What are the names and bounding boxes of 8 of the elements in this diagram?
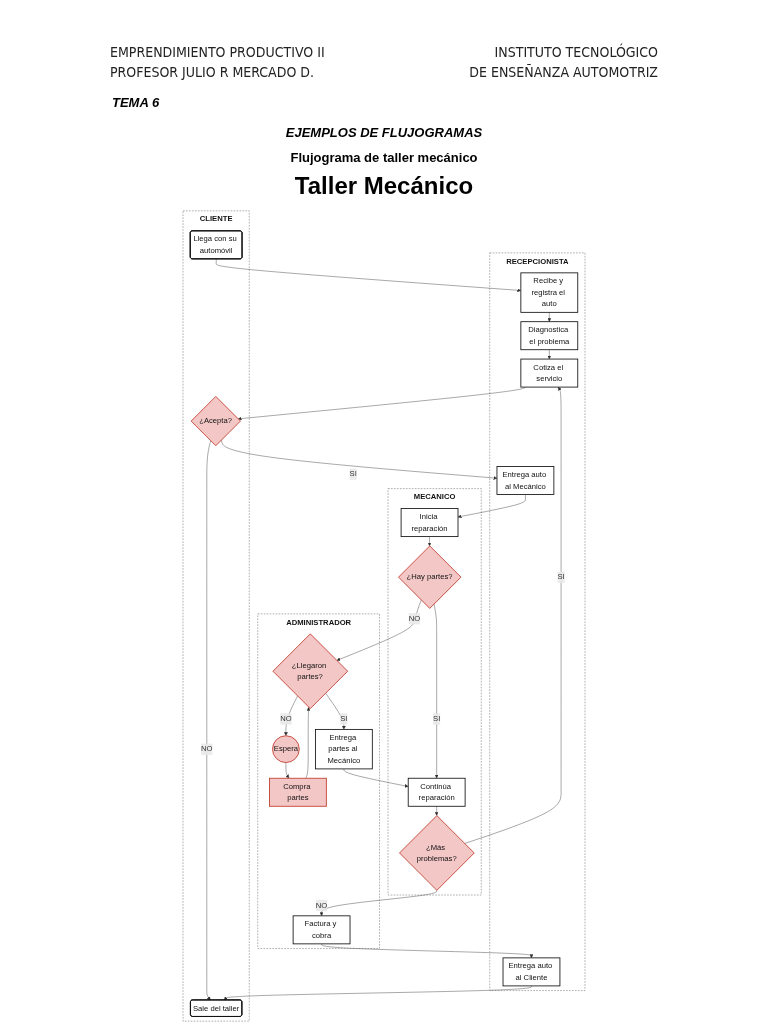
course-name: EMPRENDIMIENTO PRODUCTIVO II xyxy=(110,43,325,62)
teacher-name: PROFESOR JULIO R MERCADO D. xyxy=(110,63,316,82)
institute-name: INSTITUTO TECNOLÓGICO xyxy=(493,42,658,62)
topic-heading: TEMA 6 xyxy=(112,95,160,110)
institute-name: DE ENSEÑANZA AUTOMOTRIZ xyxy=(469,63,658,82)
section-heading: EJEMPLOS DE FLUJOGRAMAS xyxy=(284,125,484,140)
diagram-title: Taller Mecánico xyxy=(293,172,475,200)
subheading: Flujograma de taller mecánico xyxy=(289,150,479,165)
